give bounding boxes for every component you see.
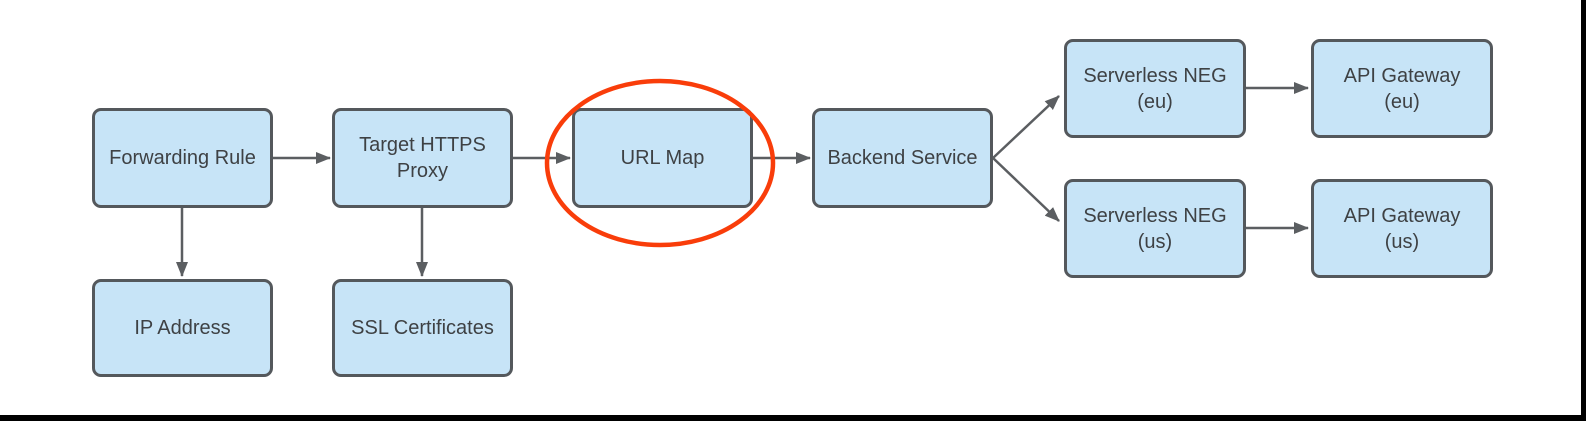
- node-label: SSL Certificates: [351, 317, 494, 339]
- node-url-map: URL Map: [572, 108, 753, 208]
- node-backend-service: Backend Service: [812, 108, 993, 208]
- arrow-backend-service-to-serverless-neg-eu: [992, 95, 1060, 159]
- node-label: Target HTTPS Proxy: [359, 134, 486, 182]
- node-label: API Gateway (us): [1343, 204, 1461, 253]
- node-api-gateway-eu: API Gateway (eu): [1311, 39, 1493, 138]
- node-ssl-certificates: SSL Certificates: [332, 279, 513, 377]
- node-forwarding-rule: Forwarding Rule: [92, 108, 273, 208]
- node-label: IP Address: [134, 317, 231, 339]
- node-serverless-neg-us: Serverless NEG (us): [1064, 179, 1246, 278]
- node-serverless-neg-eu: Serverless NEG (eu): [1064, 39, 1246, 138]
- node-label: Serverless NEG (us): [1083, 204, 1227, 253]
- node-label: URL Map: [620, 147, 705, 169]
- node-api-gateway-us: API Gateway (us): [1311, 179, 1493, 278]
- node-ip-address: IP Address: [92, 279, 273, 377]
- arrow-backend-service-to-serverless-neg-us: [992, 157, 1060, 222]
- node-label: API Gateway (eu): [1343, 64, 1461, 113]
- node-label: Serverless NEG (eu): [1083, 64, 1227, 113]
- node-target-https-proxy: Target HTTPS Proxy: [332, 108, 513, 208]
- node-label: Forwarding Rule: [109, 147, 256, 169]
- frame-right-border: [1581, 0, 1586, 421]
- frame-bottom-border: [0, 415, 1586, 421]
- node-label: Backend Service: [827, 147, 978, 169]
